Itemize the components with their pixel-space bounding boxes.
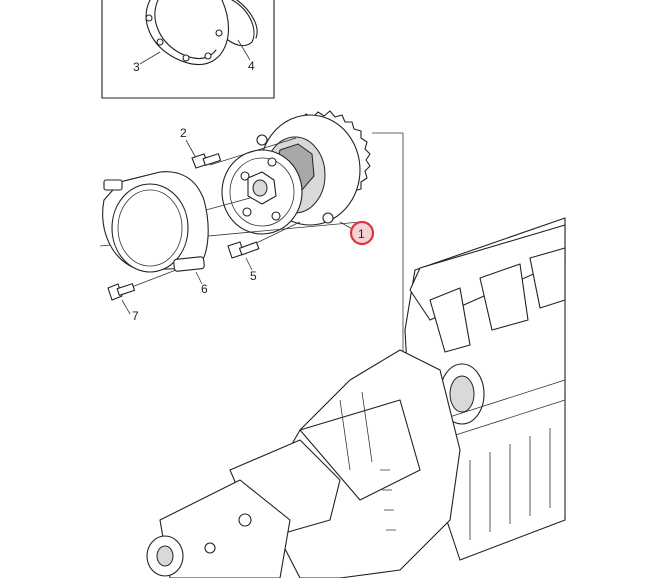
water-pump — [221, 110, 371, 235]
shroud-6 — [102, 171, 209, 285]
callout-4[interactable]: 4 — [248, 59, 255, 73]
bolt-7 — [107, 283, 136, 315]
transmission-housing — [146, 349, 461, 578]
callout-1[interactable]: 1 — [358, 227, 365, 241]
callouts: 1 2 3 4 5 6 7 — [132, 39, 375, 323]
bolt-5 — [227, 241, 260, 271]
callout-5[interactable]: 5 — [250, 269, 257, 283]
callout-2[interactable]: 2 — [180, 126, 187, 140]
callout-1-highlight-ring[interactable] — [349, 220, 375, 246]
callout-6[interactable]: 6 — [201, 282, 208, 296]
inset-detail — [101, 0, 275, 99]
bolt-2 — [185, 139, 222, 169]
callout-3[interactable]: 3 — [133, 60, 140, 74]
callout-7[interactable]: 7 — [132, 309, 139, 323]
